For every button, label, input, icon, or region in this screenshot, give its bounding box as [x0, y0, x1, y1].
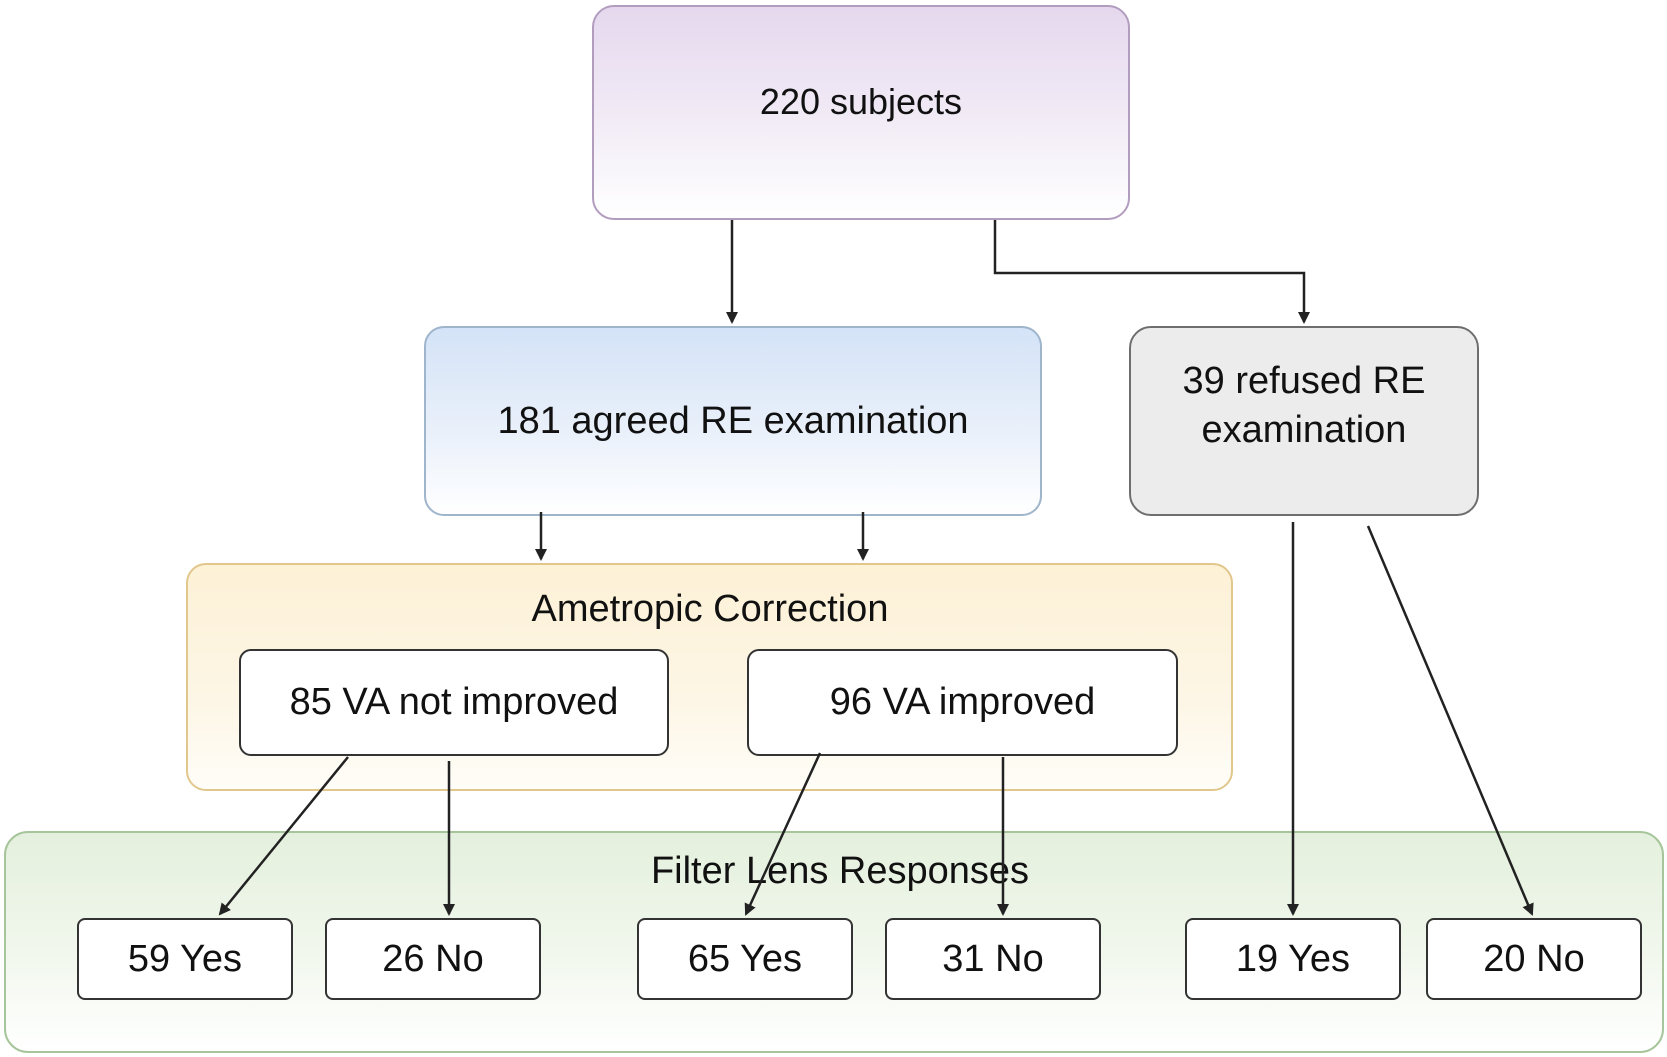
not-improved-yes-label: 59 Yes — [127, 937, 243, 980]
improved-no-node: 31 No — [885, 918, 1101, 1000]
refused-yes-node: 19 Yes — [1185, 918, 1401, 1000]
filter-lens-responses-title: Filter Lens Responses — [650, 850, 1030, 892]
ametropic-correction-title: Ametropic Correction — [531, 588, 889, 630]
va-improved-node: 96 VA improved — [747, 649, 1178, 756]
refused-no-node: 20 No — [1426, 918, 1642, 1000]
refused-re-label: 39 refused RE examination — [1183, 357, 1426, 455]
agreed-re-node: 181 agreed RE examination — [424, 326, 1042, 516]
subjects-node: 220 subjects — [592, 5, 1130, 220]
va-not-improved-node: 85 VA not improved — [239, 649, 669, 756]
improved-yes-label: 65 Yes — [687, 937, 803, 980]
not-improved-no-node: 26 No — [325, 918, 541, 1000]
not-improved-no-label: 26 No — [382, 937, 484, 980]
refused-re-line-1: 39 refused RE — [1182, 360, 1426, 402]
va-improved-label: 96 VA improved — [829, 681, 1096, 723]
refused-re-line-2: examination — [1201, 409, 1407, 451]
va-not-improved-label: 85 VA not improved — [289, 681, 619, 723]
improved-yes-node: 65 Yes — [637, 918, 853, 1000]
not-improved-yes-node: 59 Yes — [77, 918, 293, 1000]
refused-yes-label: 19 Yes — [1235, 937, 1351, 980]
improved-no-label: 31 No — [942, 937, 1044, 980]
refused-re-node: 39 refused RE examination — [1129, 326, 1479, 516]
arrow-subjects-to-refused — [993, 220, 1310, 324]
agreed-re-label: 181 agreed RE examination — [497, 399, 969, 442]
subjects-label: 220 subjects — [759, 80, 963, 122]
refused-no-label: 20 No — [1483, 937, 1585, 980]
